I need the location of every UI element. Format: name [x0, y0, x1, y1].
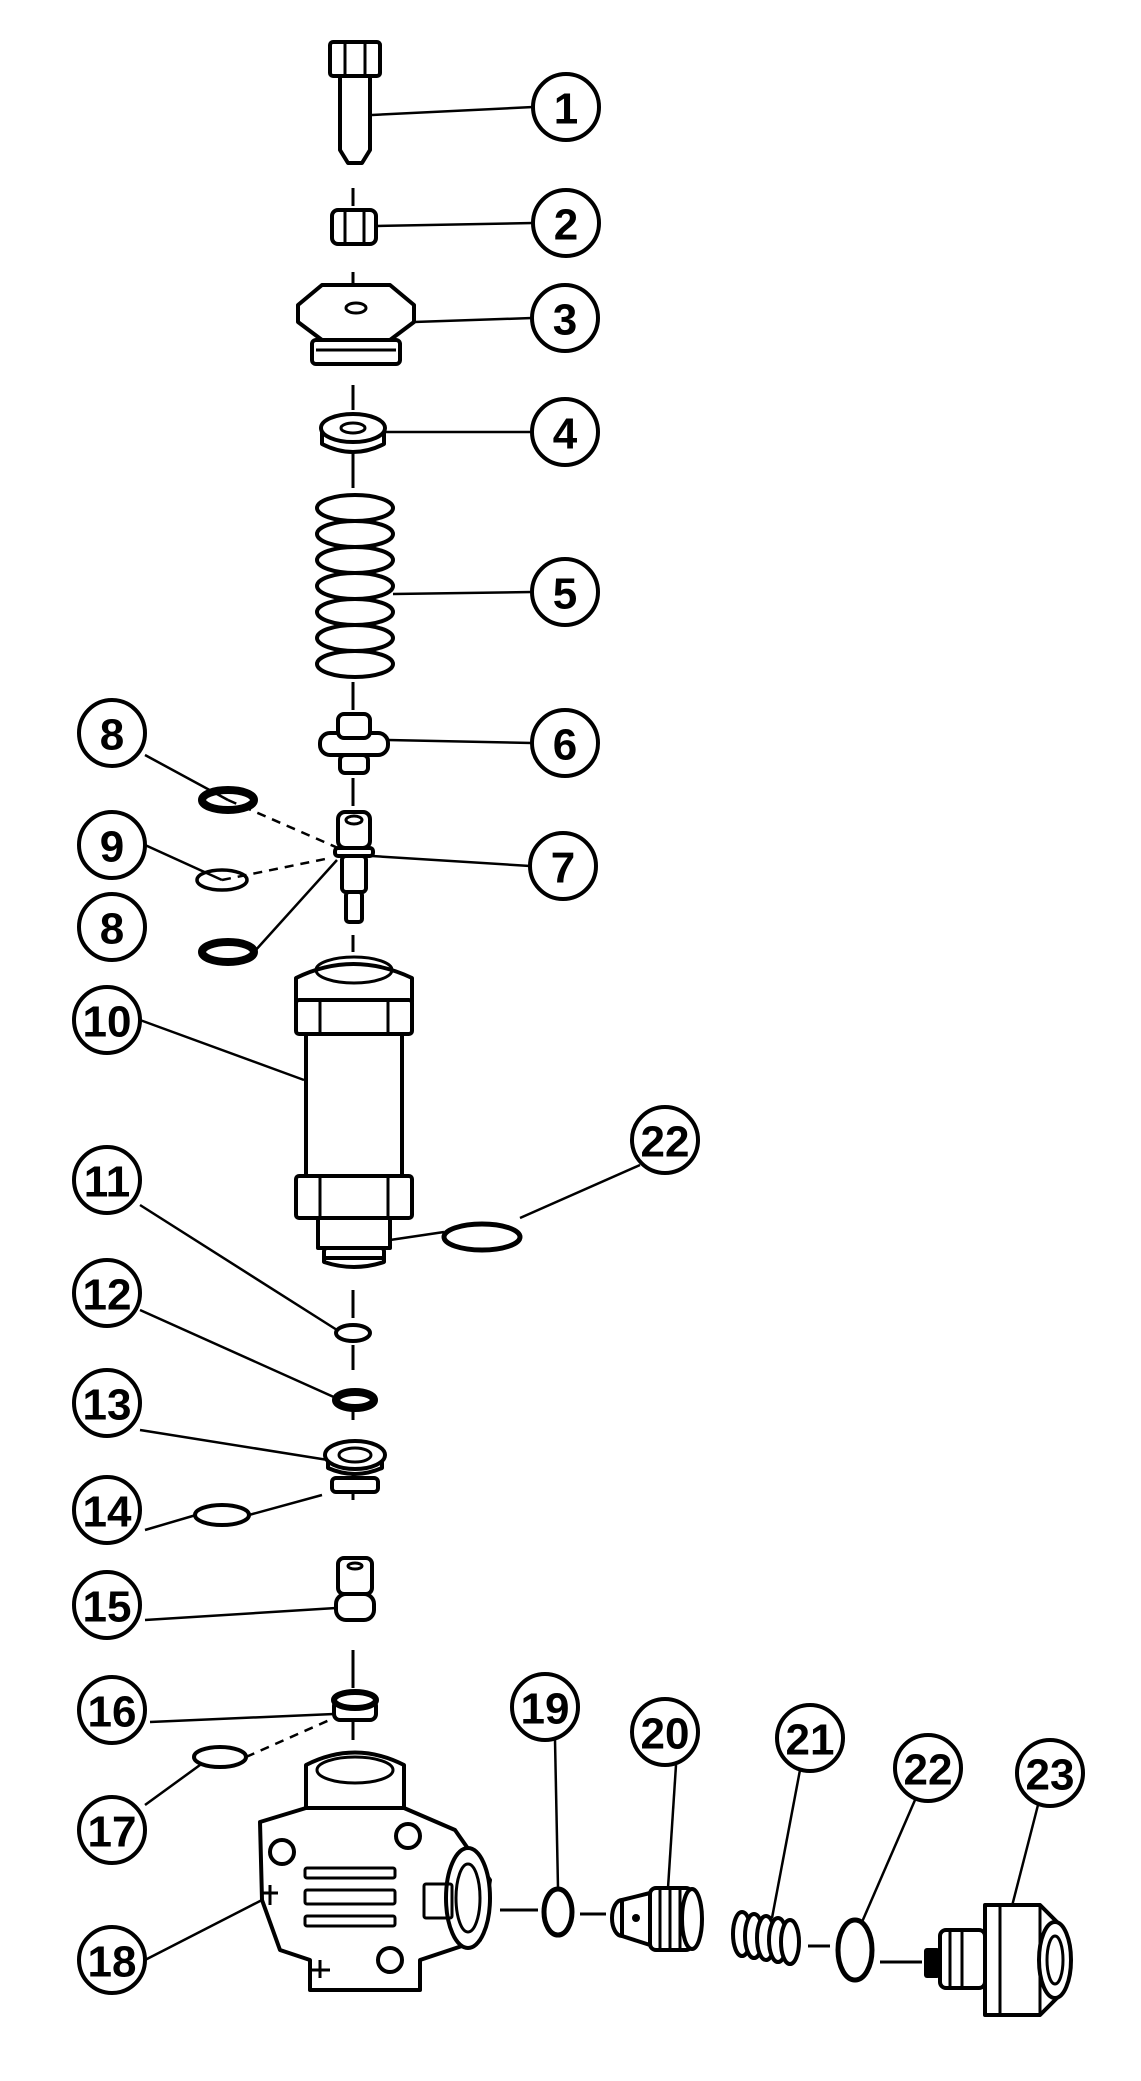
- svg-text:9: 9: [100, 823, 124, 872]
- callout-11: 11: [72, 1145, 142, 1215]
- part-side-o-ring-plug: [835, 1917, 875, 1983]
- part-o-ring-base: [192, 1745, 248, 1769]
- callout-9: 9: [77, 810, 147, 880]
- part-valve-seat: [323, 1439, 387, 1494]
- part-check-valve: [610, 1886, 704, 1952]
- svg-text:22: 22: [641, 1118, 690, 1167]
- part-valve-housing: [258, 1750, 492, 1992]
- svg-text:14: 14: [83, 1488, 132, 1537]
- part-spring: [315, 493, 395, 679]
- part-o-ring-body: [441, 1221, 523, 1253]
- callout-7: 7: [528, 831, 598, 901]
- svg-text:13: 13: [83, 1381, 132, 1430]
- callout-13: 13: [72, 1368, 142, 1438]
- callout-18: 18: [77, 1925, 147, 1995]
- callout-20: 20: [630, 1697, 700, 1767]
- callout-19: 19: [510, 1672, 580, 1742]
- part-valve-body: [294, 955, 414, 1269]
- part-piston: [333, 810, 375, 924]
- svg-text:22: 22: [904, 1746, 953, 1795]
- part-bolt: [328, 40, 382, 165]
- svg-text:12: 12: [83, 1271, 132, 1320]
- svg-text:2: 2: [554, 201, 578, 250]
- svg-text:18: 18: [88, 1938, 137, 1987]
- part-spacer-ring: [332, 1388, 378, 1412]
- svg-text:8: 8: [100, 711, 124, 760]
- part-small-spring: [731, 1910, 801, 1966]
- callout-12: 12: [72, 1258, 142, 1328]
- svg-text:23: 23: [1026, 1751, 1075, 1800]
- side-axis: [500, 1908, 922, 1964]
- part-nut: [330, 208, 378, 246]
- svg-text:5: 5: [553, 570, 577, 619]
- part-seal-ring: [334, 1323, 372, 1343]
- callout-8-lower: 8: [77, 892, 147, 962]
- svg-text:19: 19: [521, 1685, 570, 1734]
- part-check-ring: [331, 1689, 379, 1722]
- part-spring-seat: [318, 712, 390, 775]
- callout-5: 5: [530, 557, 600, 627]
- callout-8-upper: 8: [77, 698, 147, 768]
- svg-text:11: 11: [84, 1158, 131, 1207]
- part-o-ring-lower: [198, 938, 258, 966]
- svg-text:17: 17: [88, 1808, 137, 1857]
- callout-22-upper: 22: [630, 1105, 700, 1175]
- part-nozzle-insert: [334, 1556, 376, 1622]
- svg-text:21: 21: [786, 1716, 835, 1765]
- svg-text:3: 3: [553, 296, 577, 345]
- callout-17: 17: [77, 1795, 147, 1865]
- part-side-o-ring: [541, 1886, 575, 1938]
- callout-15: 15: [72, 1570, 142, 1640]
- part-backup-ring-seat: [193, 1503, 251, 1527]
- svg-text:16: 16: [88, 1688, 137, 1737]
- leader-lines: [139, 105, 1040, 1962]
- svg-text:15: 15: [83, 1583, 132, 1632]
- part-end-plug: [924, 1903, 1073, 2017]
- svg-text:7: 7: [551, 844, 575, 893]
- callout-21: 21: [775, 1703, 845, 1773]
- callout-10: 10: [72, 985, 142, 1055]
- callout-4: 4: [530, 397, 600, 467]
- part-cap: [296, 283, 416, 366]
- svg-text:10: 10: [83, 998, 132, 1047]
- callout-14: 14: [72, 1475, 142, 1545]
- svg-text:1: 1: [554, 85, 578, 134]
- callout-22-lower: 22: [893, 1733, 963, 1803]
- svg-text:8: 8: [100, 905, 124, 954]
- callout-6: 6: [530, 708, 600, 778]
- callout-2: 2: [531, 188, 601, 258]
- callout-23: 23: [1015, 1738, 1085, 1808]
- svg-text:20: 20: [641, 1710, 690, 1759]
- callout-16: 16: [77, 1675, 147, 1745]
- callout-3: 3: [530, 283, 600, 353]
- svg-text:4: 4: [553, 410, 578, 459]
- callout-1: 1: [531, 72, 601, 142]
- part-washer-top: [319, 412, 387, 454]
- svg-text:6: 6: [553, 721, 577, 770]
